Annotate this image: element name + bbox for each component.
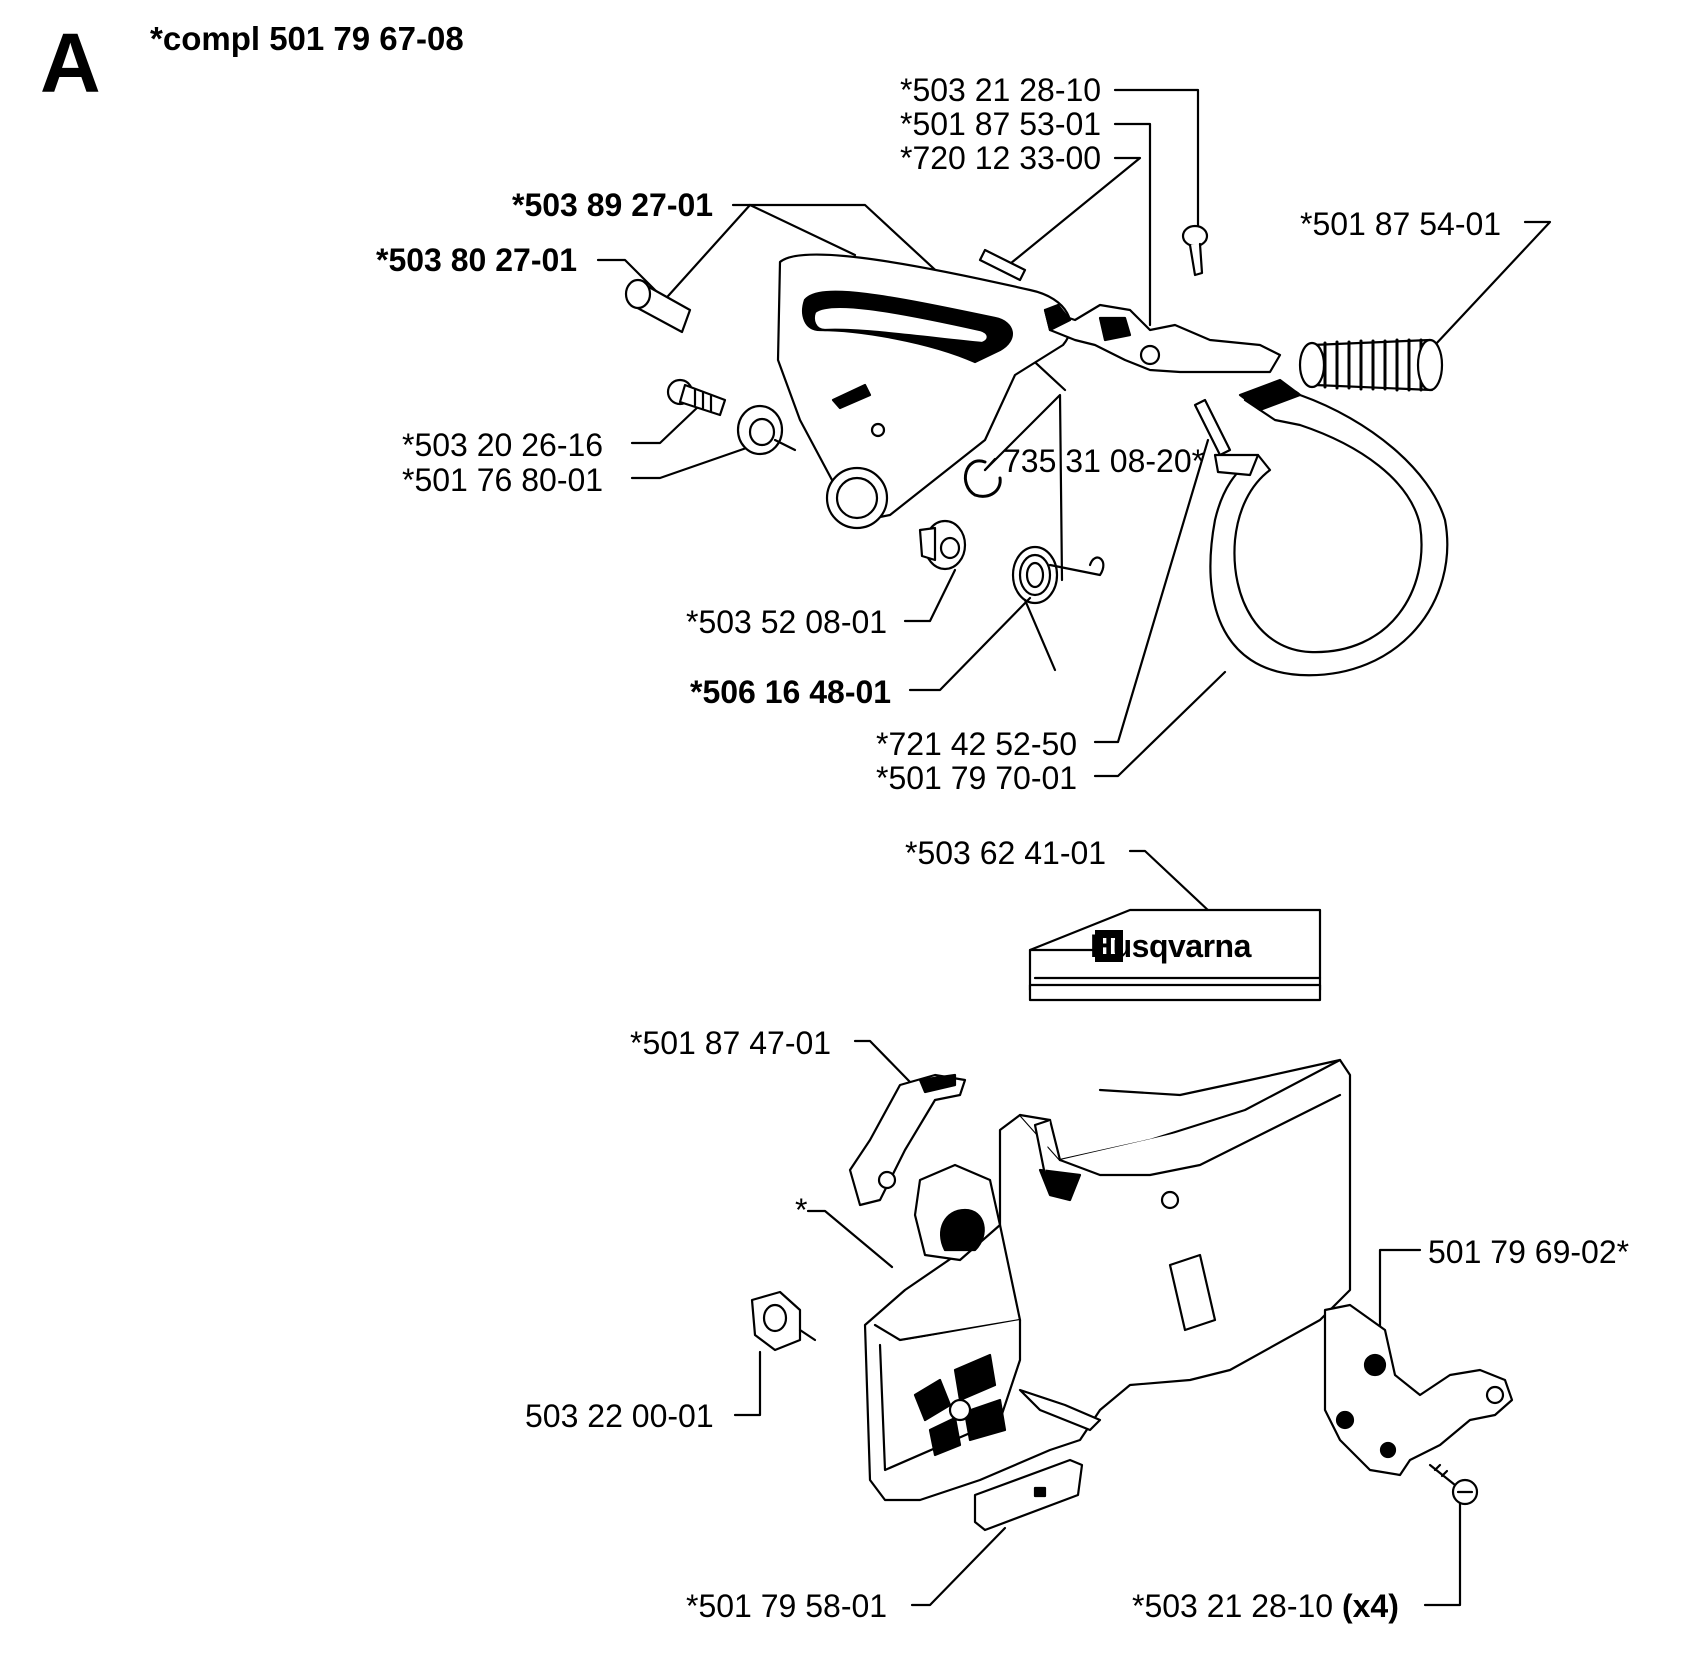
ring-part — [964, 459, 1002, 498]
leader-501-87-54-01 — [1433, 220, 1552, 347]
brake-lever-part — [1043, 303, 1282, 374]
leader-503-21-28-10-top — [1113, 88, 1200, 230]
leader-star — [806, 1209, 894, 1269]
leader-501-79-70-01 — [1093, 670, 1227, 778]
torsion-spring-part — [1011, 545, 1105, 672]
assembly-title: *compl 501 79 67-08 — [150, 20, 464, 57]
leader-503-80-27-01 — [596, 258, 662, 297]
cover-screw-part — [1428, 1463, 1479, 1506]
brake-band-part — [1209, 378, 1449, 677]
leader-lines — [596, 88, 1552, 1607]
bar-nut-part — [750, 1290, 817, 1352]
bumper-part — [973, 1458, 1084, 1532]
part-label: *503 89 27-01 — [512, 187, 714, 223]
part-label: *503 52 08-01 — [686, 604, 888, 640]
pin-part — [978, 248, 1027, 282]
part-label: *501 87 53-01 — [900, 106, 1102, 142]
tensioner-part — [848, 1073, 967, 1207]
quantity-suffix: (x4) — [1341, 1588, 1399, 1624]
hand-guard — [776, 253, 1072, 530]
part-label: 735 31 08-20* — [1003, 443, 1205, 479]
part-label: *503 20 26-16 — [402, 427, 604, 463]
part-label: *501 76 80-01 — [402, 462, 604, 498]
clutch-cover — [863, 1058, 1352, 1502]
part-label: *721 42 52-50 — [876, 726, 1078, 762]
leader-501-87-47-01 — [853, 1039, 912, 1084]
part-label: *506 16 48-01 — [690, 674, 892, 710]
part-number: *503 21 28-10 — [1132, 1588, 1334, 1624]
leader-501-76-80-01 — [630, 443, 757, 480]
decal-brand-text: Husqvarna — [1090, 928, 1251, 964]
leader-720-12-33-00 — [1003, 156, 1142, 270]
guide-plate-part — [1323, 1303, 1514, 1477]
leader-503-89-27-01-c — [748, 203, 857, 257]
screw-part — [666, 378, 727, 417]
part-label: *503 21 28-10 — [900, 72, 1102, 108]
section-letter: A — [40, 16, 101, 110]
leader-503-21-28-10-x4 — [1423, 1498, 1462, 1607]
leader-503-89-27-01-b — [658, 203, 752, 307]
leader-735-31-08-20-b — [983, 393, 1064, 582]
leader-501-79-58-01 — [910, 1526, 1007, 1607]
bushing-part — [918, 519, 967, 571]
part-label: *501 79 58-01 — [686, 1588, 888, 1624]
leader-503-62-41-01 — [1128, 849, 1212, 914]
brake-band-pin-part — [1193, 398, 1232, 457]
leader-501-87-53-01 — [1113, 122, 1152, 327]
leader-503-20-26-16 — [630, 403, 702, 445]
part-label: *501 79 70-01 — [876, 760, 1078, 796]
leader-503-52-08-01 — [903, 568, 957, 623]
part-label: *503 80 27-01 — [376, 242, 578, 278]
part-label-with-qty: *503 21 28-10 (x4) — [1132, 1588, 1399, 1624]
small-screw-part — [1181, 224, 1209, 277]
part-label: 503 22 00-01 — [525, 1398, 714, 1434]
part-label: *503 62 41-01 — [905, 835, 1107, 871]
part-label: 501 79 69-02* — [1428, 1234, 1630, 1270]
part-label: *501 87 47-01 — [630, 1025, 832, 1061]
part-label: *501 87 54-01 — [1300, 206, 1502, 242]
leader-503-22-00-01 — [733, 1350, 762, 1417]
husqvarna-decal — [1028, 908, 1322, 1002]
leader-721-42-52-50 — [1093, 438, 1210, 744]
nut-part — [736, 404, 797, 456]
part-label: * — [795, 1192, 808, 1228]
sleeve-part — [624, 278, 692, 334]
leader-506-16-48-01 — [908, 596, 1032, 692]
part-label: *720 12 33-00 — [900, 140, 1102, 176]
coil-spring-part — [1298, 338, 1444, 392]
leader-501-79-69-02 — [1378, 1248, 1422, 1332]
